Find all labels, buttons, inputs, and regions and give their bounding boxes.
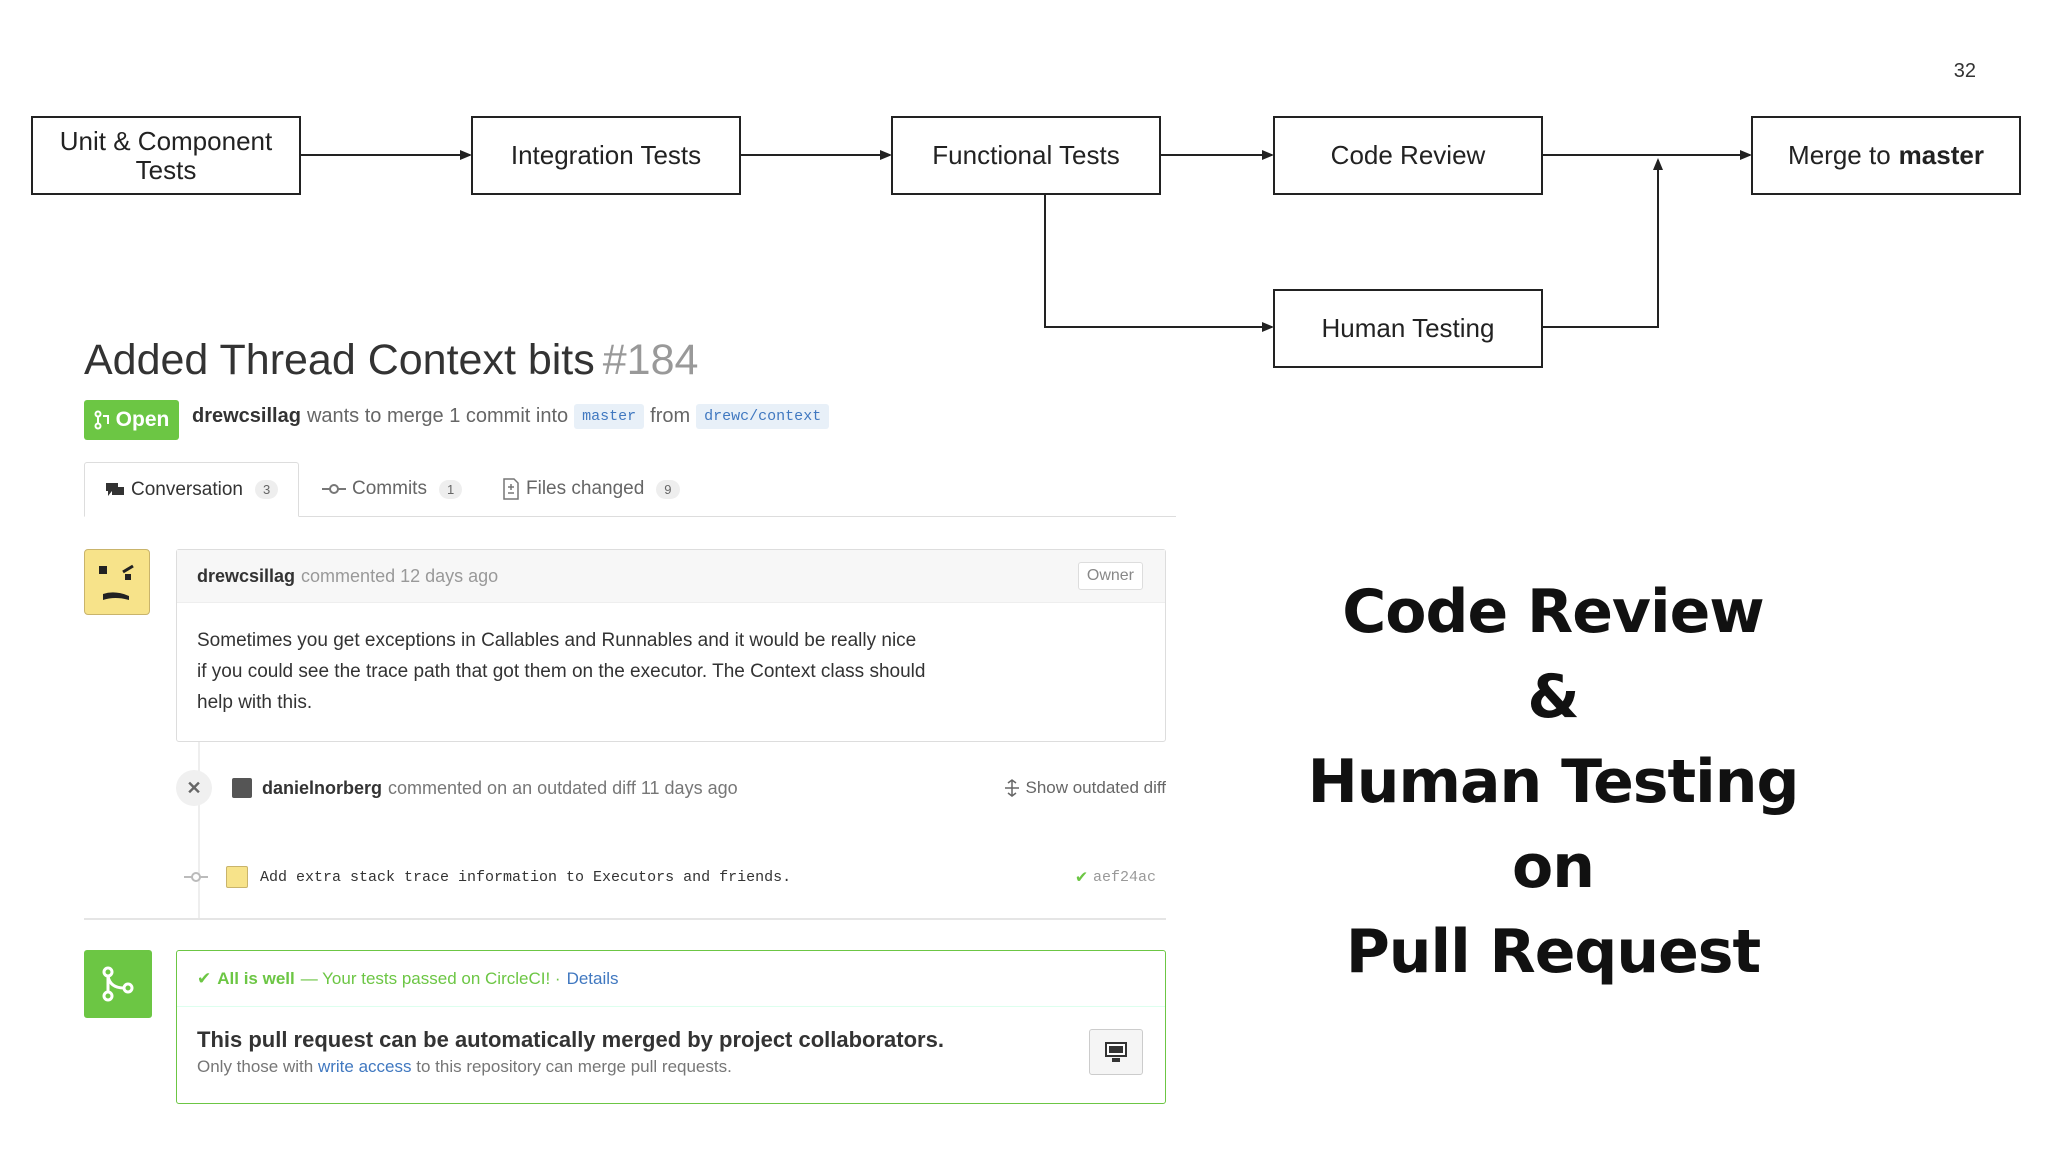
slide-headline: Code Review & Human Testing on Pull Requ… [1248,570,1858,995]
show-outdated-diff-button[interactable]: Show outdated diff [1003,770,1166,806]
pr-base-branch[interactable]: master [574,404,645,429]
write-access-link[interactable]: write access [317,1057,412,1076]
tab-commits[interactable]: Commits 1 [322,462,463,516]
event-author[interactable]: danielnorberg [262,777,383,798]
check-icon: ✔ [1076,868,1087,888]
comment-line: if you could see the trace path that got… [197,661,926,682]
close-icon: ✕ [176,770,212,806]
merge-note-after: to this repository can merge pull reques… [416,1057,732,1076]
file-diff-icon [503,478,519,500]
commit-icon [322,484,346,494]
pr-title: Added Thread Context bits#184 [84,336,698,385]
merge-glyph-icon [102,966,134,1002]
arrow-functional-to-human [1044,194,1274,332]
merge-note: Only those with write access to this rep… [197,1057,1145,1077]
tab-conversation-count: 3 [254,480,279,499]
ci-details-link[interactable]: Details [566,968,619,988]
pr-author-link[interactable]: drewcsillag [192,405,301,427]
page-number: 32 [1953,60,1976,82]
comment-author[interactable]: drewcsillag [197,565,296,586]
flow-label-merge-prefix: Merge to [1788,140,1891,171]
pr-from-text: from [650,405,691,427]
pr-number: #184 [602,336,699,384]
avatar-face-icon [99,564,134,600]
git-merge-icon [84,950,152,1018]
commit-icon [184,872,208,882]
ci-status-bold: All is well [217,968,295,988]
comment-line: help with this. [197,692,313,713]
comment-line: Sometimes you get exceptions in Callable… [197,630,917,651]
comment-header: drewcsillag commented 12 days ago Owner [177,550,1165,603]
tab-conversation[interactable]: Conversation 3 [84,462,300,517]
comment-timestamp[interactable]: commented 12 days ago [301,565,499,586]
commit-event: Add extra stack trace information to Exe… [176,862,1166,892]
tab-commits-count: 1 [438,479,463,499]
timeline-line [198,742,200,918]
outdated-comment-event: ✕ danielnorberg commented on an outdated… [176,770,1166,806]
tab-commits-label: Commits [352,478,427,499]
pull-request-icon [94,410,109,430]
pr-merge-summary: drewcsillag wants to merge 1 commit into… [192,404,830,429]
timeline-divider [84,918,1166,920]
flow-box-unit-tests: Unit & Component Tests [31,116,301,195]
flow-label-integration-tests: Integration Tests [510,140,702,171]
arrow-human-to-merge [1542,158,1663,328]
headline-line: on [1512,832,1595,902]
flowchart-connectors [300,150,1752,332]
ci-status: ✔ All is well — Your tests passed on Cir… [177,951,1165,1007]
merge-info: This pull request can be automatically m… [177,1007,1165,1077]
commit-sha[interactable]: aef24ac [1092,868,1156,886]
tab-conversation-label: Conversation [131,478,243,500]
flow-label-code-review: Code Review [1330,140,1486,171]
event-meta: commented on an outdated diff 11 days ag… [388,777,738,798]
check-icon: ✔ [197,968,212,988]
mini-avatar[interactable] [232,778,252,798]
ci-status-text: — Your tests passed on CircleCI! · [300,968,561,988]
flow-box-functional-tests: Functional Tests [891,116,1161,195]
pr-title-text: Added Thread Context bits [84,336,595,384]
pr-tabs: Conversation 3 Commits 1 Files changed 9 [84,462,1176,517]
avatar[interactable] [84,549,150,615]
comment-owner: drewcsillag commented 12 days ago Owner … [176,549,1166,742]
tab-files-changed-count: 9 [656,479,680,499]
tab-files-changed-label: Files changed [526,478,645,499]
comment-body: Sometimes you get exceptions in Callable… [177,603,1165,740]
mini-avatar[interactable] [226,866,248,888]
commit-sha-group: ✔ aef24ac [1076,866,1156,888]
headline-line: Pull Request [1345,917,1761,987]
show-outdated-diff-label: Show outdated diff [1025,778,1166,797]
flow-label-functional-tests: Functional Tests [932,140,1120,171]
pr-status-badge: Open [84,400,179,440]
flow-label-unit-tests: Unit & Component Tests [59,125,273,185]
pr-status-label: Open [115,408,170,431]
flow-box-merge-to-master: Merge to master [1751,116,2021,195]
pr-head-branch[interactable]: drewc/context [696,404,830,429]
flow-box-integration-tests: Integration Tests [471,116,741,195]
pr-merge-text: wants to merge 1 commit into [306,405,569,427]
command-line-button[interactable] [1089,1029,1143,1075]
commit-message[interactable]: Add extra stack trace information to Exe… [260,868,792,886]
headline-line: Code Review [1342,577,1764,647]
headline-line: & [1527,662,1579,732]
flow-label-merge-branch: master [1898,140,1984,171]
flow-box-code-review: Code Review [1273,116,1543,195]
merge-heading: This pull request can be automatically m… [197,1027,944,1052]
unfold-icon [1005,779,1020,797]
merge-note-before: Only those with [197,1057,314,1076]
tab-files-changed[interactable]: Files changed 9 [502,462,680,516]
device-desktop-icon [1105,1042,1127,1062]
flow-box-human-testing: Human Testing [1273,289,1543,368]
merge-box: ✔ All is well — Your tests passed on Cir… [176,950,1166,1104]
headline-line: Human Testing [1307,747,1800,817]
comment-discussion-icon [106,482,124,496]
flow-label-human-testing: Human Testing [1321,313,1495,344]
owner-badge: Owner [1077,562,1143,590]
